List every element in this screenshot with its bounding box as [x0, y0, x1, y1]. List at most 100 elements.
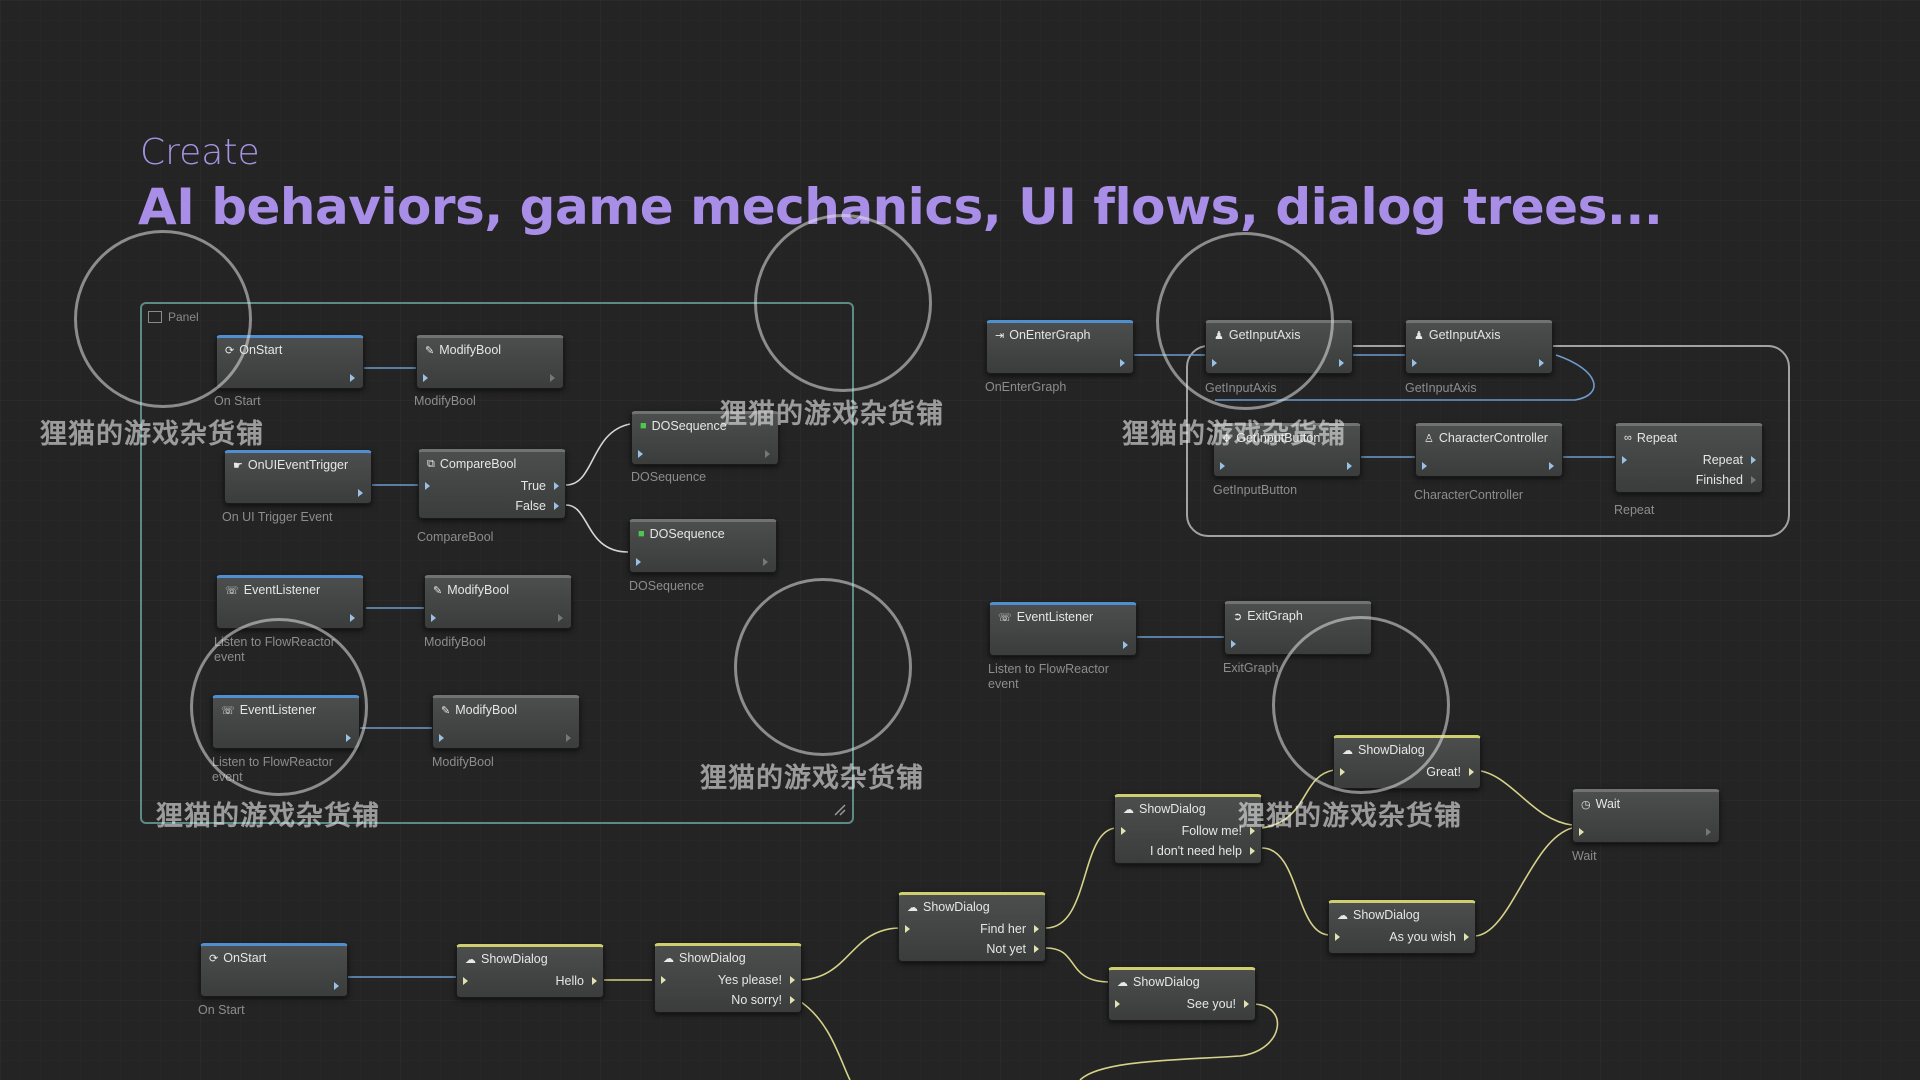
output-port[interactable] [358, 489, 363, 497]
node-charactercontroller[interactable]: ♙CharacterController [1415, 423, 1563, 477]
pencil-icon: ✎ [441, 704, 451, 717]
chat-icon: ☁ [907, 901, 918, 914]
output-port[interactable] [558, 614, 563, 622]
input-port[interactable] [905, 925, 910, 933]
node-caption: Listen to FlowReactor event [988, 662, 1109, 691]
output-port[interactable] [554, 502, 559, 510]
output-port[interactable] [554, 482, 559, 490]
panel-group-frame[interactable] [140, 302, 854, 824]
output-port[interactable] [1706, 828, 1711, 836]
raccoon-cat-icon [1156, 232, 1334, 410]
output-port[interactable] [1339, 359, 1344, 367]
output-port[interactable] [1250, 847, 1255, 855]
dialog-option: Follow me! [1181, 824, 1242, 838]
input-port[interactable] [636, 558, 641, 566]
input-port[interactable] [425, 482, 430, 490]
output-port[interactable] [1120, 359, 1125, 367]
input-port[interactable] [423, 374, 428, 382]
node-title: GetInputButton [1236, 431, 1321, 445]
node-showdialog[interactable]: ☁ShowDialog Hello [456, 944, 604, 998]
node-modifybool[interactable]: ✎ModifyBool [424, 575, 572, 629]
node-title: ExitGraph [1247, 609, 1303, 623]
node-modifybool[interactable]: ✎ ModifyBool [416, 335, 564, 389]
input-port[interactable] [1622, 456, 1627, 464]
output-port[interactable] [1244, 1000, 1249, 1008]
input-port[interactable] [638, 450, 643, 458]
output-port[interactable] [592, 977, 597, 985]
input-port[interactable] [1121, 827, 1126, 835]
input-port[interactable] [1115, 1000, 1120, 1008]
output-port[interactable] [765, 450, 770, 458]
node-comparebool[interactable]: ⧉CompareBool True False [418, 449, 566, 519]
node-eventlistener[interactable]: ☏EventListener [989, 602, 1137, 656]
watermark-text: 狸猫的游戏杂货铺 [720, 399, 944, 430]
node-repeat[interactable]: ∞Repeat Repeat Finished [1615, 423, 1763, 493]
raccoon-cat-icon [74, 230, 252, 408]
resize-handle-icon[interactable] [832, 802, 846, 816]
output-port[interactable] [550, 374, 555, 382]
node-onstart[interactable]: ⟳OnStart [200, 943, 348, 997]
input-port[interactable] [1335, 933, 1340, 941]
watermark-text: 狸猫的游戏杂货铺 [700, 763, 924, 794]
node-title: ModifyBool [439, 343, 502, 357]
dialog-option: Not yet [986, 942, 1026, 956]
node-getinputbutton[interactable]: ✥ GetInputButton [1213, 423, 1361, 477]
output-port[interactable] [1123, 641, 1128, 649]
input-port[interactable] [1422, 462, 1427, 470]
node-showdialog[interactable]: ☁ShowDialog Yes please! No sorry! [654, 943, 802, 1013]
output-port[interactable] [1250, 827, 1255, 835]
node-caption: CharacterController [1414, 488, 1524, 502]
node-showdialog[interactable]: ☁ShowDialog See you! [1108, 967, 1256, 1021]
output-port[interactable] [334, 982, 339, 990]
input-port[interactable] [439, 734, 444, 742]
watermark-text: 狸猫的游戏杂货铺 [1122, 419, 1346, 450]
node-getinputaxis[interactable]: ♟GetInputAxis [1405, 320, 1553, 374]
output-port[interactable] [1464, 933, 1469, 941]
node-onuieventtrigger[interactable]: ☛OnUIEventTrigger [224, 450, 372, 504]
input-port[interactable] [431, 614, 436, 622]
output-port[interactable] [566, 734, 571, 742]
output-port[interactable] [350, 614, 355, 622]
node-wait[interactable]: ◷Wait [1572, 789, 1720, 843]
pencil-icon: ✎ [425, 344, 435, 357]
node-title: ShowDialog [1139, 802, 1206, 816]
input-port[interactable] [1579, 828, 1584, 836]
dialog-option: As you wish [1389, 930, 1456, 944]
output-port[interactable] [1469, 768, 1474, 776]
output-port[interactable] [1539, 359, 1544, 367]
dialog-option: See you! [1186, 997, 1236, 1011]
node-showdialog[interactable]: ☁ShowDialog Find her Not yet [898, 892, 1046, 962]
output-port[interactable] [1549, 462, 1554, 470]
output-port[interactable] [1751, 476, 1756, 484]
output-port[interactable] [790, 976, 795, 984]
output-port[interactable] [350, 374, 355, 382]
node-onentergraph[interactable]: ⇥OnEnterGraph [986, 320, 1134, 374]
output-port[interactable] [1751, 456, 1756, 464]
input-port[interactable] [661, 976, 666, 984]
node-title: OnStart [239, 343, 283, 357]
node-caption: On Start [198, 1003, 245, 1017]
node-dosequence[interactable]: ■DOSequence [631, 411, 779, 465]
gamepad-icon: ✥ [1222, 432, 1232, 445]
output-port[interactable] [763, 558, 768, 566]
node-showdialog[interactable]: ☁ShowDialog Follow me! I don't need help [1114, 794, 1262, 864]
raccoon-cat-icon [1272, 616, 1450, 794]
input-port[interactable] [463, 977, 468, 985]
hero-subtitle: Create [140, 132, 260, 173]
output-port[interactable] [790, 996, 795, 1004]
node-caption: OnEnterGraph [985, 380, 1067, 394]
output-port[interactable] [1347, 462, 1352, 470]
listener-icon: ☏ [998, 611, 1012, 624]
node-showdialog[interactable]: ☁ShowDialog As you wish [1328, 900, 1476, 954]
node-dosequence[interactable]: ■DOSequence [629, 519, 777, 573]
output-port[interactable] [1034, 945, 1039, 953]
input-port[interactable] [1412, 359, 1417, 367]
input-port[interactable] [1220, 462, 1225, 470]
node-title: OnUIEventTrigger [247, 458, 349, 472]
input-port[interactable] [1231, 640, 1236, 648]
node-caption: Wait [1572, 849, 1597, 863]
output-port[interactable] [1034, 925, 1039, 933]
node-eventlistener[interactable]: ☏EventListener [216, 575, 364, 629]
node-title: ShowDialog [679, 951, 746, 965]
node-modifybool[interactable]: ✎ModifyBool [432, 695, 580, 749]
